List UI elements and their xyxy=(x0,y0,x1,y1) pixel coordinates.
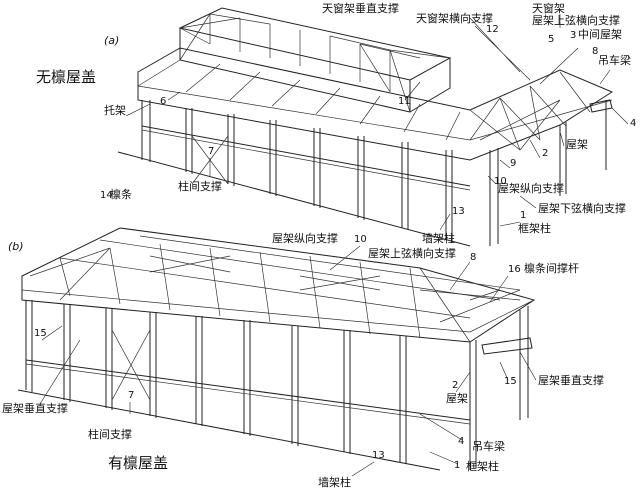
label-skylight-transverse-brace: 天窗架横向支撑 xyxy=(416,11,493,25)
label-purlin: 檩条 xyxy=(110,187,132,201)
num-4-b: 4 xyxy=(458,436,464,447)
part-a-title: 无檩屋盖 xyxy=(36,68,96,86)
num-14-a: 14 xyxy=(100,190,113,201)
num-15-b-right: 15 xyxy=(504,376,517,387)
num-2-b: 2 xyxy=(452,380,458,391)
label-truss-longitudinal-brace-a: 屋架纵向支撑 xyxy=(498,181,564,195)
label-column-brace-a: 柱间支撑 xyxy=(178,179,222,193)
num-5-a: 5 xyxy=(548,34,554,45)
num-9-a: 9 xyxy=(510,158,516,169)
label-crane-beam-a: 吊车梁 xyxy=(598,53,631,67)
num-8-a: 8 xyxy=(592,46,598,57)
num-1-a: 1 xyxy=(520,210,526,221)
num-2-a: 2 xyxy=(542,148,548,159)
label-truss-longitudinal-brace-b: 屋架纵向支撑 xyxy=(272,231,338,245)
label-crane-beam-b: 吊车梁 xyxy=(472,439,505,453)
num-7-a: 7 xyxy=(208,146,214,157)
num-16-b: 16 xyxy=(508,264,521,275)
num-4-a: 4 xyxy=(630,118,636,129)
label-truss-top-chord-transverse-brace: 屋架上弦横向支撑 xyxy=(532,13,620,27)
label-wall-column-b: 墙架柱 xyxy=(318,475,351,489)
label-middle-truss: 中间屋架 xyxy=(578,28,622,41)
num-8-b: 8 xyxy=(470,252,476,263)
num-10-a: 10 xyxy=(494,176,507,187)
labels-part-b: (b) 有檩屋盖 屋架纵向支撑 10 屋架上弦横向支撑 8 16 檩条间撑杆 1… xyxy=(2,231,604,489)
label-truss-vertical-brace-right: 屋架垂直支撑 xyxy=(538,373,604,387)
part-b-tag: (b) xyxy=(8,240,24,253)
label-supporting-truss: 托架 xyxy=(104,103,126,117)
label-skylight-frame: 天窗架 xyxy=(532,1,565,15)
part-b-title: 有檩屋盖 xyxy=(108,454,168,472)
label-column-brace-b: 柱间支撑 xyxy=(88,427,132,441)
labels-part-a: (a) 无檩屋盖 天窗架垂直支撑 天窗架横向支撑 天窗架 屋架上弦横向支撑 中间… xyxy=(36,1,636,245)
part-a-tag: (a) xyxy=(104,34,119,47)
num-1-b: 1 xyxy=(454,460,460,471)
num-15-b-left: 15 xyxy=(34,328,47,339)
label-purlin-strut: 檩条间撑杆 xyxy=(524,261,579,275)
label-truss-top-chord-transverse-brace-b: 屋架上弦横向支撑 xyxy=(368,246,456,260)
num-6-a: 6 xyxy=(160,96,166,107)
num-3-a: 3 xyxy=(570,30,576,41)
frame-drawing-b xyxy=(17,227,536,471)
label-roof-truss-a: 屋架 xyxy=(566,138,588,151)
label-skylight-vertical-brace: 天窗架垂直支撑 xyxy=(322,1,399,15)
num-13-b: 13 xyxy=(372,450,385,461)
num-13-a: 13 xyxy=(452,206,465,217)
label-truss-vertical-brace-left: 屋架垂直支撑 xyxy=(2,401,68,415)
num-11-a: 11 xyxy=(398,96,411,107)
num-7-b: 7 xyxy=(128,390,134,401)
num-12-a: 12 xyxy=(486,24,499,35)
label-wall-column-a: 墙架柱 xyxy=(422,231,455,245)
label-truss-bottom-chord-transverse-brace: 屋架下弦横向支撑 xyxy=(538,201,626,215)
label-frame-column-a: 框架柱 xyxy=(518,221,551,235)
num-10-b: 10 xyxy=(354,234,367,245)
label-roof-truss-b: 屋架 xyxy=(446,392,468,405)
label-frame-column-b: 框架柱 xyxy=(466,459,499,473)
